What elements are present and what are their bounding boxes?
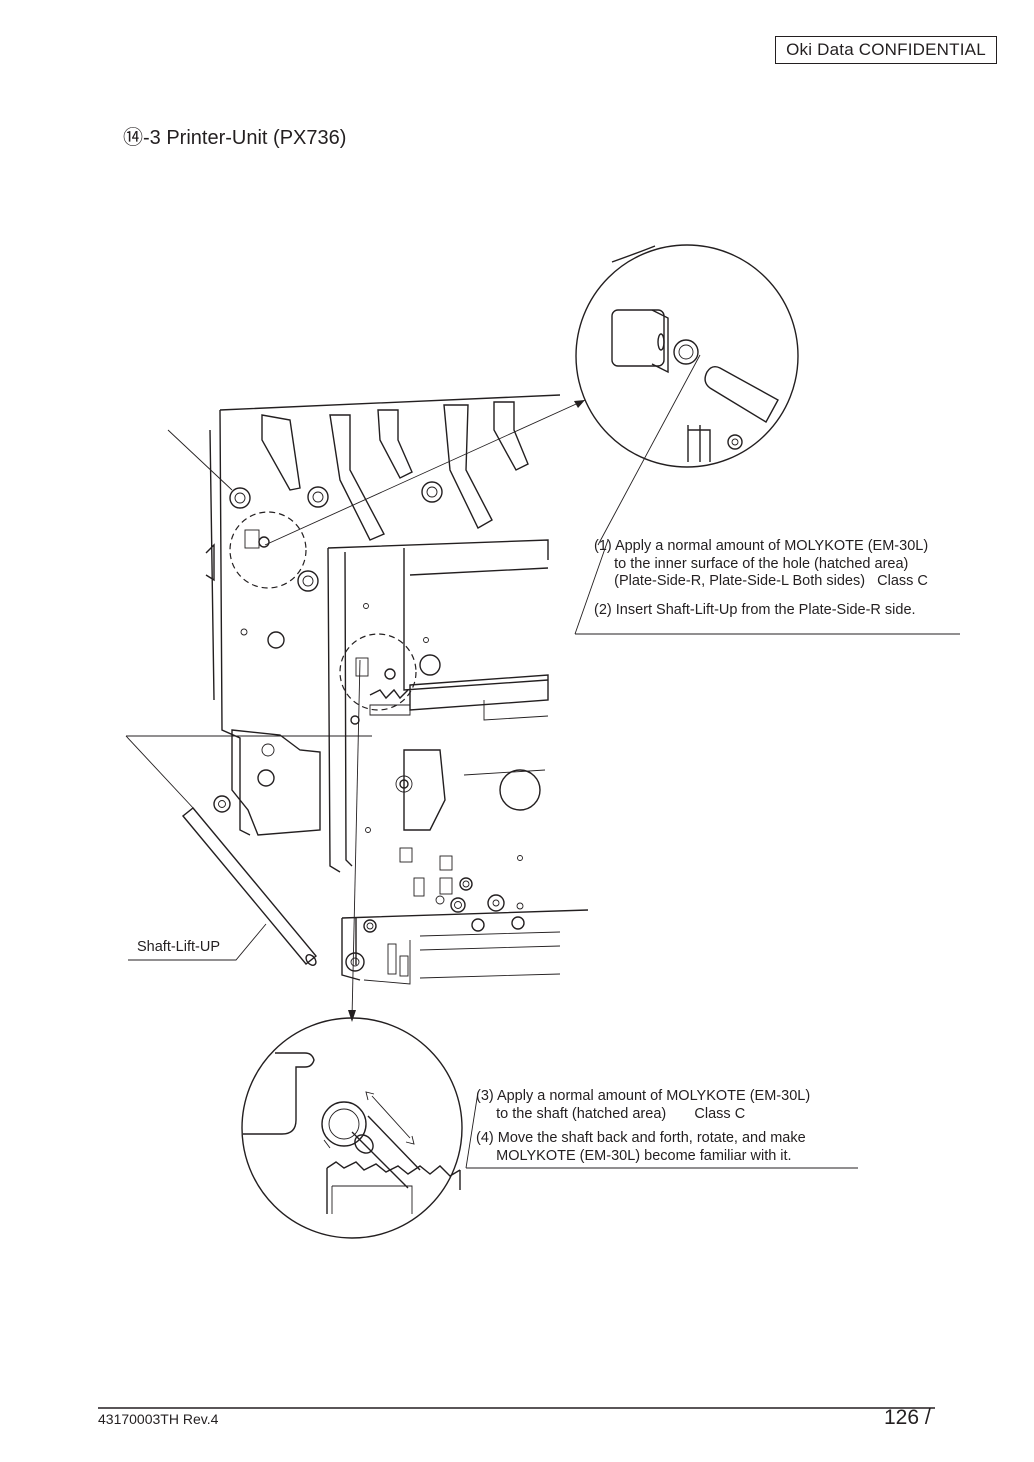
upper-note-line: (2) Insert Shaft-Lift-Up from the Plate-… [594, 602, 916, 618]
upper-detail-circle [575, 244, 799, 468]
lower-note-line: (3) Apply a normal amount of MOLYKOTE (E… [476, 1088, 811, 1104]
section-title: ⑭-3 Printer-Unit (PX736) [123, 127, 347, 149]
upper-note-line: to the inner surface of the hole (hatche… [594, 555, 909, 572]
printer-frame-drawing [205, 394, 589, 985]
shaft-lift-up-label: Shaft-Lift-UP [137, 939, 220, 955]
lower-note-line: (4) Move the shaft back and forth, rotat… [476, 1130, 806, 1146]
shaft-lift-up-part [182, 807, 317, 966]
lower-detail-circle [241, 1017, 463, 1239]
lower-note-line: MOLYKOTE (EM-30L) become familiar with i… [476, 1147, 792, 1164]
upper-note-line: (1) Apply a normal amount of MOLYKOTE (E… [594, 538, 929, 554]
page-number: 126 / [884, 1406, 931, 1429]
document-id: 43170003TH Rev.4 [98, 1411, 219, 1427]
leader-lines [125, 354, 960, 1169]
confidential-label: Oki Data CONFIDENTIAL [775, 36, 997, 64]
lower-note-line: to the shaft (hatched area) Class C [476, 1105, 746, 1122]
upper-note-line: (Plate-Side-R, Plate-Side-L Both sides) … [594, 573, 928, 589]
